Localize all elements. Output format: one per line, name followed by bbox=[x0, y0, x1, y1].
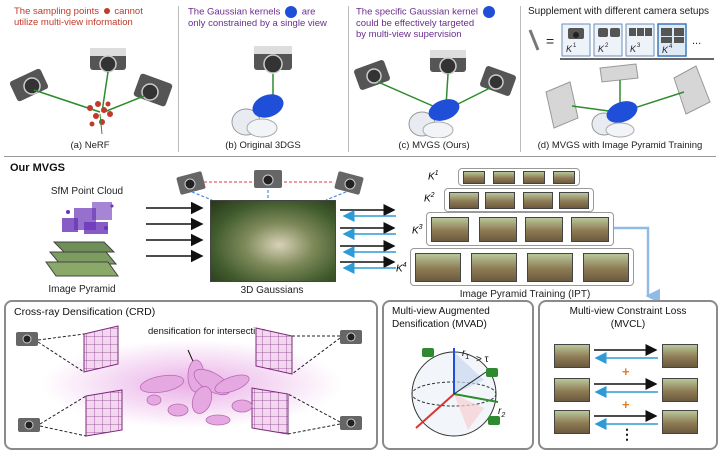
section-title: Our MVGS bbox=[10, 162, 66, 174]
sfm-label: SfM Point Cloud bbox=[50, 186, 124, 197]
gaussian-scene-image bbox=[210, 200, 336, 282]
camera-icon bbox=[18, 418, 40, 432]
pyramid-training-caption: (d) MVGS with Image Pyramid Training bbox=[537, 140, 703, 151]
camera-icon bbox=[133, 73, 173, 107]
ellipsis: ... bbox=[692, 35, 701, 47]
gaussian-kernel-dot bbox=[285, 6, 298, 18]
sampling-point-dot bbox=[103, 8, 110, 15]
mvgs-note-line2: could be effectively targeted bbox=[356, 18, 475, 29]
camera-icon bbox=[488, 416, 500, 425]
mvad-sphere-diagram: r1 > τ r2 bbox=[411, 348, 505, 437]
mvgs-note-line3: by multi-view supervision bbox=[356, 29, 462, 40]
ipt-k1-label: K1 bbox=[428, 170, 439, 183]
gaussians-label: 3D Gaussians bbox=[240, 285, 304, 296]
crd-panel: Cross-ray Densification (CRD) densificat… bbox=[4, 300, 378, 450]
sfm-point-cloud bbox=[62, 202, 114, 234]
3dgs-caption: (b) Original 3DGS bbox=[225, 140, 301, 151]
k-setup-4: K 4 bbox=[657, 23, 687, 57]
svg-text:> τ: > τ bbox=[476, 354, 489, 365]
svg-text:K: K bbox=[566, 44, 573, 54]
ipt-to-mvcl-connector bbox=[614, 226, 660, 304]
k-setup-1: K 1 bbox=[561, 23, 591, 57]
3dgs-note-line1b: are bbox=[301, 6, 316, 18]
pyramid-label: Image Pyramid bbox=[48, 284, 116, 295]
mvcl-plus-1: + bbox=[622, 364, 630, 379]
ipt-k3-label: K3 bbox=[412, 224, 423, 237]
input-arrows bbox=[146, 202, 204, 263]
mvad-panel: Multi-view Augmented Densification (MVAD… bbox=[382, 300, 534, 450]
separator-top-bottom bbox=[4, 156, 716, 157]
mvgs-illustration bbox=[354, 50, 516, 138]
svg-text:1: 1 bbox=[573, 43, 577, 49]
ipt-row-k1 bbox=[458, 168, 580, 186]
mvcl-title-line1: Multi-view Constraint Loss bbox=[569, 306, 687, 317]
camera-icon bbox=[90, 48, 126, 73]
camera-setups-row: = K 1 K 2 K 3 K 4 ... bbox=[528, 23, 714, 60]
mvcl-arrows bbox=[594, 344, 658, 430]
crd-illustration bbox=[16, 325, 362, 437]
camera-icon bbox=[254, 170, 282, 188]
nerf-caption: (a) NeRF bbox=[70, 140, 110, 151]
camera-icon bbox=[422, 348, 434, 357]
svg-text:K: K bbox=[662, 45, 669, 55]
camera-icon bbox=[340, 330, 362, 344]
svg-text:K: K bbox=[630, 44, 637, 54]
3dgs-note-line1: The Gaussian kernels bbox=[188, 6, 281, 18]
camera-setups-note: Supplement with different camera setups bbox=[528, 6, 710, 17]
mvcl-vdots: ⋮ bbox=[620, 426, 634, 442]
camera-icon bbox=[480, 66, 516, 96]
camera-icon bbox=[340, 416, 362, 430]
separator-bc bbox=[348, 6, 349, 152]
svg-text:r1: r1 bbox=[462, 348, 469, 361]
nerf-note-line1: The sampling points bbox=[14, 6, 100, 17]
crd-title: Cross-ray Densification (CRD) bbox=[14, 306, 156, 318]
3dgs-note-line2: only constrained by a single view bbox=[188, 18, 327, 29]
gaussian-kernel-dot bbox=[482, 6, 495, 18]
camera-icon bbox=[176, 171, 206, 195]
crd-annotation: densification for intersection bbox=[148, 326, 266, 337]
svg-text:3: 3 bbox=[637, 43, 641, 49]
ipt-row-k3 bbox=[426, 212, 614, 246]
ipt-label: Image Pyramid Training (IPT) bbox=[459, 289, 591, 300]
svg-text:r2: r2 bbox=[498, 406, 505, 419]
k-setup-2: K 2 bbox=[593, 23, 623, 57]
ipt-k4-label: K4 bbox=[396, 262, 407, 275]
scene-cameras bbox=[176, 170, 364, 201]
separator-ab bbox=[178, 6, 179, 152]
3dgs-note: The Gaussian kernels are only constraine… bbox=[188, 6, 346, 29]
camera-icon bbox=[254, 46, 292, 74]
camera-icon bbox=[354, 60, 390, 90]
nerf-note-line1b: cannot bbox=[114, 6, 143, 17]
mvcl-title-line2: (MVCL) bbox=[610, 319, 646, 330]
nerf-note: The sampling points cannot utilize multi… bbox=[14, 6, 174, 28]
mvcl-plus-2: + bbox=[622, 397, 630, 412]
mvgs-note: The specific Gaussian kernel could be ef… bbox=[356, 6, 518, 40]
mvcl-panel: Multi-view Constraint Loss (MVCL) + + ⋮ bbox=[538, 300, 718, 450]
ipt-arrows bbox=[340, 204, 396, 274]
sampling-points bbox=[87, 101, 113, 127]
camera-icon bbox=[430, 50, 466, 75]
camera-icon bbox=[16, 332, 38, 346]
svg-text:K: K bbox=[598, 44, 605, 54]
nerf-note-line2: utilize multi-view information bbox=[14, 17, 133, 28]
svg-text:2: 2 bbox=[605, 43, 609, 49]
ipt-row-k2 bbox=[444, 188, 594, 212]
mvad-title-line1: Multi-view Augmented bbox=[392, 306, 490, 317]
mvgs-note-line1: The specific Gaussian kernel bbox=[356, 6, 478, 18]
camera-icon bbox=[486, 368, 498, 377]
equals-sign: = bbox=[546, 33, 554, 49]
mvad-title-line2: Densification (MVAD) bbox=[392, 319, 487, 330]
ipt-k2-label: K2 bbox=[424, 192, 435, 205]
mvgs-caption: (c) MVGS (Ours) bbox=[398, 140, 470, 151]
camera-icon bbox=[9, 68, 49, 102]
ipt-row-k4 bbox=[410, 248, 634, 286]
camera-icon bbox=[334, 171, 364, 195]
nerf-illustration bbox=[9, 48, 173, 135]
separator-cd bbox=[520, 6, 521, 152]
svg-text:4: 4 bbox=[669, 44, 673, 50]
k-setup-3: K 3 bbox=[625, 23, 655, 57]
image-pyramid-stack bbox=[45, 241, 119, 277]
pyramid-training-illustration bbox=[545, 63, 711, 138]
3dgs-illustration bbox=[231, 46, 292, 138]
